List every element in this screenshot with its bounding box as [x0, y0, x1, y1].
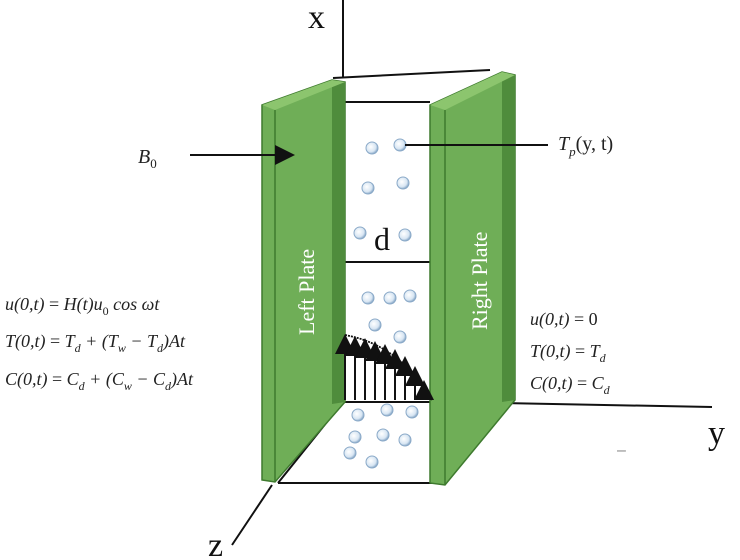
- right-condition-temperature: T(0,t) = Td: [530, 341, 607, 365]
- particle: [383, 291, 397, 305]
- left-condition-velocity: u(0,t) = H(t)u0 cos ωt: [5, 294, 160, 318]
- particle: [403, 289, 417, 303]
- left-condition-concentration: C(0,t) = Cd + (Cw − Cd)At: [5, 369, 194, 393]
- y-axis-label: y: [708, 415, 725, 452]
- z-axis-label: z: [208, 527, 223, 560]
- particle: [351, 408, 365, 422]
- particle: [361, 291, 375, 305]
- right-condition-concentration: C(0,t) = Cd: [530, 373, 611, 397]
- particle: [365, 141, 379, 155]
- particle: [376, 428, 390, 442]
- x-axis-label: x: [308, 0, 325, 36]
- left-plate-label: Left Plate: [294, 249, 319, 335]
- velocity-profile: [335, 334, 434, 401]
- particle: [405, 405, 419, 419]
- particle: [361, 181, 375, 195]
- particles: [343, 138, 419, 469]
- particle: [393, 330, 407, 344]
- particle: [353, 226, 367, 240]
- magnetic-field-label: B0: [138, 146, 157, 171]
- right-boundary-conditions: u(0,t) = 0 T(0,t) = Td C(0,t) = Cd: [530, 309, 611, 397]
- particle: [348, 430, 362, 444]
- particle: [380, 403, 394, 417]
- y-axis: [499, 402, 713, 408]
- particle: [393, 138, 407, 152]
- particle: [396, 176, 410, 190]
- left-plate: [261, 79, 346, 483]
- right-condition-velocity: u(0,t) = 0: [530, 309, 598, 330]
- z-axis: [231, 484, 273, 546]
- particle: [398, 433, 412, 447]
- particle: [368, 318, 382, 332]
- particle-temperature-label: Tp(y, t): [558, 133, 613, 159]
- right-plate: [429, 71, 516, 486]
- particle: [365, 455, 379, 469]
- particle: [343, 446, 357, 460]
- gap-label: d: [374, 221, 390, 257]
- left-boundary-conditions: u(0,t) = H(t)u0 cos ωt T(0,t) = Td + (Tw…: [5, 294, 194, 393]
- minus-mark: –: [617, 442, 626, 459]
- left-condition-temperature: T(0,t) = Td + (Tw − Td)At: [5, 331, 186, 355]
- right-plate-label: Right Plate: [467, 232, 492, 330]
- particle: [398, 228, 412, 242]
